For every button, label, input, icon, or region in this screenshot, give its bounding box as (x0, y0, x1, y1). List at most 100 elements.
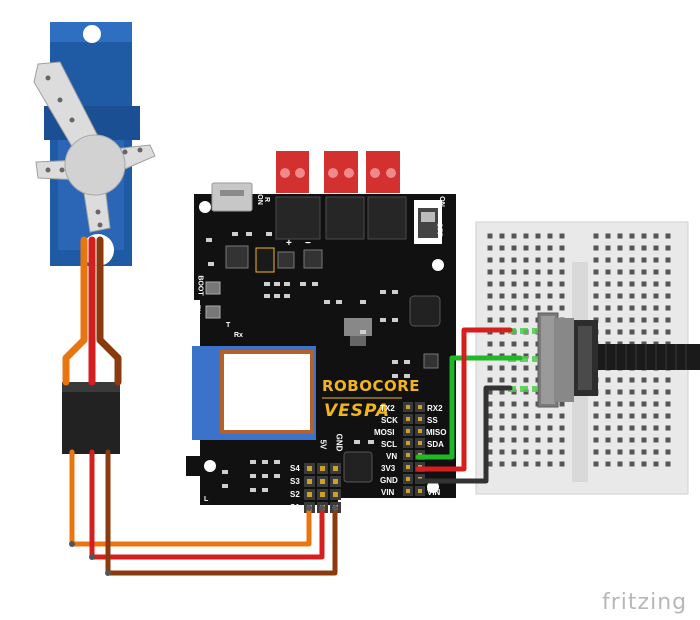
smd-pad (392, 374, 398, 378)
smd-pad (312, 282, 318, 286)
smd-pad (266, 232, 272, 236)
breadboard-hole (605, 317, 611, 323)
breadboard-hole (593, 245, 599, 251)
breadboard-hole (641, 449, 647, 455)
breadboard-hole (617, 425, 623, 431)
breadboard-hole (559, 449, 565, 455)
on-label-right: ON (437, 196, 445, 207)
breadboard-hole (665, 233, 671, 239)
breadboard-hole (523, 305, 529, 311)
breadboard-hole (641, 245, 647, 251)
breadboard-hole (547, 413, 553, 419)
breadboard-hole (653, 461, 659, 467)
breadboard-hole (511, 461, 517, 467)
breadboard-hole (629, 305, 635, 311)
l-label: L (204, 496, 209, 503)
breadboard-hole (547, 245, 553, 251)
breadboard-hole (511, 377, 517, 383)
smd-pad (250, 460, 256, 464)
smd-pad (368, 440, 374, 444)
breadboard-hole (665, 257, 671, 263)
breadboard-hole (499, 413, 505, 419)
breadboard-hole (653, 257, 659, 263)
breadboard-hole (629, 449, 635, 455)
breadboard-hole (523, 281, 529, 287)
breadboard-hole (511, 341, 517, 347)
breadboard-hole (499, 449, 505, 455)
breadboard-hole (641, 293, 647, 299)
smd-pad (274, 474, 280, 478)
smd-pad (392, 360, 398, 364)
breadboard-hole (665, 377, 671, 383)
breadboard-hole (641, 425, 647, 431)
breadboard-hole (653, 413, 659, 419)
breadboard-hole (653, 317, 659, 323)
breadboard-hole (629, 281, 635, 287)
breadboard-hole (523, 365, 529, 371)
breadboard-hole (511, 257, 517, 263)
r-label: R (263, 196, 271, 203)
header-pin-contact (406, 453, 410, 457)
breadboard-hole (653, 281, 659, 287)
servo-motor (33, 22, 156, 266)
breadboard-hole (605, 425, 611, 431)
breadboard-hole (535, 425, 541, 431)
breadboard-hole (523, 317, 529, 323)
smd-pad (232, 232, 238, 236)
breadboard-hole (559, 233, 565, 239)
header-pin-contact (406, 417, 410, 421)
breadboard-hole (499, 341, 505, 347)
breadboard-hole (641, 461, 647, 467)
breadboard-hole (593, 413, 599, 419)
breadboard-hole (617, 293, 623, 299)
pin-label-sda: SDA (427, 440, 444, 449)
terminal-screw (386, 168, 396, 178)
breadboard-hole (629, 377, 635, 383)
breadboard-hole (547, 461, 553, 467)
breadboard-hole (487, 401, 493, 407)
breadboard-hole (605, 257, 611, 263)
breadboard-hole (559, 305, 565, 311)
breadboard-hole (523, 269, 529, 275)
breadboard-hole (605, 449, 611, 455)
motor-minus-label: − (305, 238, 311, 249)
smd-pad (392, 290, 398, 294)
breadboard-hole (499, 305, 505, 311)
breadboard-hole (547, 257, 553, 263)
pin-label-gnd: GND (380, 476, 398, 485)
breadboard-hole (605, 437, 611, 443)
wires (62, 236, 523, 576)
header-pin-contact (418, 441, 422, 445)
breadboard-hole (535, 461, 541, 467)
breadboard-hole (593, 401, 599, 407)
breadboard-hole (487, 413, 493, 419)
breadboard-hole (629, 257, 635, 263)
breadboard-hole (617, 329, 623, 335)
breadboard-hole (605, 377, 611, 383)
breadboard-hole (617, 377, 623, 383)
breadboard-hole (629, 461, 635, 467)
breadboard-hole (499, 293, 505, 299)
breadboard-hole (535, 257, 541, 263)
breadboard-hole (547, 269, 553, 275)
breadboard-hole (511, 293, 517, 299)
smd-pad (262, 488, 268, 492)
breadboard-hole (641, 305, 647, 311)
breadboard-hole (641, 329, 647, 335)
breadboard-hole (523, 449, 529, 455)
breadboard-hole (629, 389, 635, 395)
pin-label-vn: VN (386, 452, 398, 461)
breadboard-hole (499, 233, 505, 239)
fritzing-watermark: fritzing (602, 590, 688, 615)
smd-pad (222, 484, 228, 488)
breadboard-hole (499, 365, 505, 371)
smd-pad (284, 294, 290, 298)
breadboard-hole (535, 293, 541, 299)
pin-label-mosi: MOSI (374, 428, 395, 437)
servo-header-pin-contact (320, 466, 325, 471)
breadboard-hole (593, 233, 599, 239)
smd-pad (380, 290, 386, 294)
breadboard-hole (559, 425, 565, 431)
breadboard-hole (665, 317, 671, 323)
